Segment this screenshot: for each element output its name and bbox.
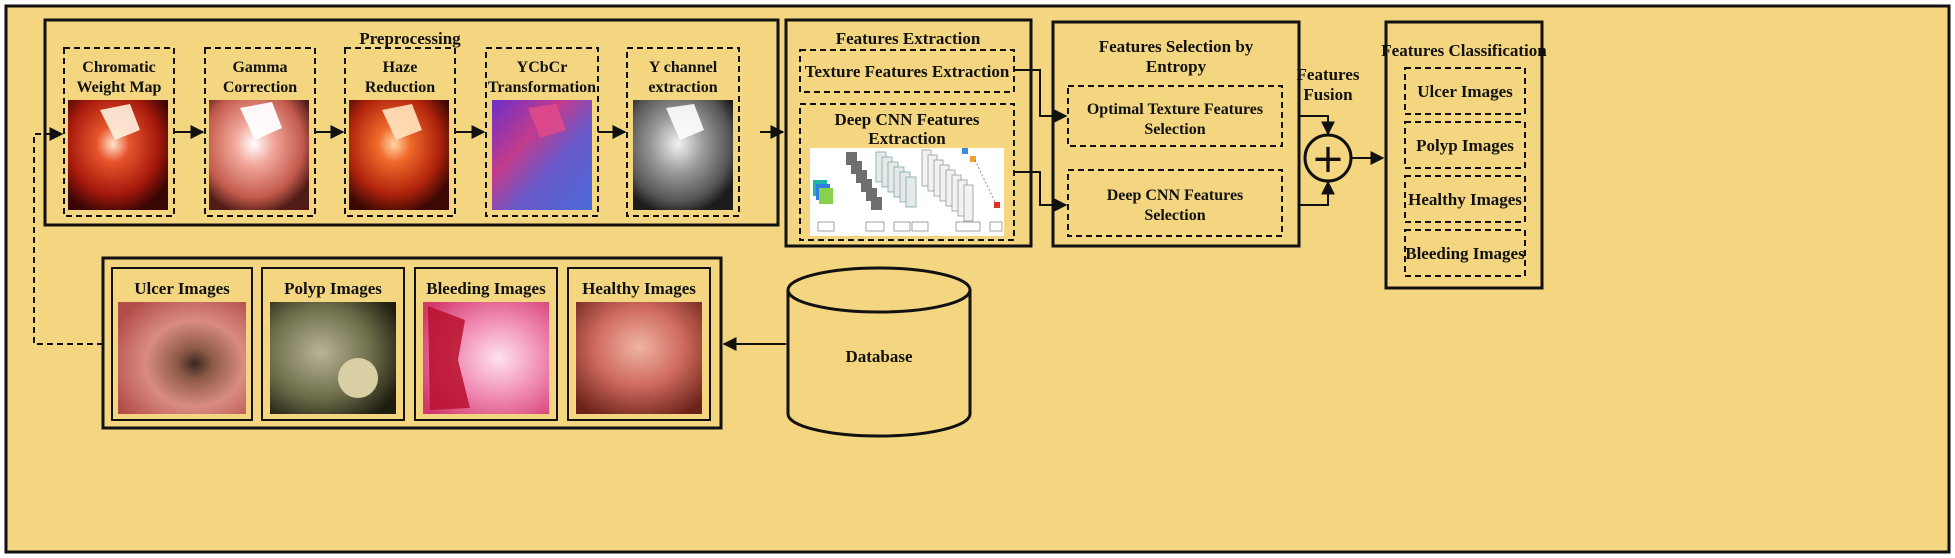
dataset-healthy: Healthy Images <box>567 267 711 421</box>
step-label-line1: Haze <box>383 59 418 76</box>
dataset-image-healthy <box>576 302 702 414</box>
dataset-image-polyp-mass <box>338 358 378 398</box>
preprocessing-border <box>43 18 780 227</box>
step-label-line1: YCbCr <box>517 59 568 76</box>
step-label-line1: Chromatic <box>82 59 155 76</box>
dataset-label-ulcer: Ulcer Images <box>134 279 230 298</box>
step-label-line2: Weight Map <box>77 79 162 96</box>
database-cylinder-top <box>786 266 972 314</box>
step-gamma-correction: Gamma Correction <box>204 47 316 217</box>
cnn-label-box <box>955 221 981 232</box>
step-ycbcr-transformation: YCbCr Transformation <box>485 47 599 217</box>
dataset-bleeding: Bleeding Images <box>414 267 558 421</box>
arrow-texture-to-fusion <box>1299 115 1335 136</box>
cnn-extraction-label-line2: Extraction <box>868 129 946 148</box>
database-label: Database <box>845 347 913 366</box>
class-box-bleeding <box>1404 229 1526 277</box>
cnn-pool-stack <box>875 151 917 208</box>
features-selection-section: Features Selection by Entropy Optimal Te… <box>1051 20 1301 248</box>
dataset-label-polyp: Polyp Images <box>284 279 382 298</box>
preprocessing-title: Preprocessing <box>359 29 461 48</box>
cnn-fc-stack <box>921 149 974 222</box>
features-extraction-title: Features Extraction <box>836 29 981 48</box>
cnn-output-a <box>962 148 968 154</box>
cnn-extraction-label-line1: Deep CNN Features <box>834 110 979 129</box>
texture-selection-label-line1: Optimal Texture Features <box>1087 101 1263 118</box>
cnn-selection-label-line2: Selection <box>1144 207 1205 224</box>
step-image-highlight <box>528 104 566 138</box>
cnn-output-b <box>970 156 976 162</box>
class-label-bleeding: Bleeding Images <box>1405 244 1525 263</box>
cnn-label-box <box>817 221 835 232</box>
step-image-highlight <box>382 104 422 140</box>
cnn-output-c <box>994 202 1000 208</box>
cnn-label-box <box>893 221 911 232</box>
step-image-highlight <box>666 104 704 140</box>
features-selection-title-line2: Entropy <box>1146 57 1207 76</box>
dataset-card-border <box>567 267 711 421</box>
cnn-architecture-illustration <box>810 148 1004 236</box>
step-label-line2: Transformation <box>488 79 596 96</box>
database: Database <box>722 266 972 438</box>
step-label-line1: Gamma <box>232 59 287 76</box>
texture-selection-label-line2: Selection <box>1144 121 1205 138</box>
step-image-highlight <box>100 104 140 140</box>
features-classification-title: Features Classification <box>1381 41 1547 60</box>
texture-extraction-label: Texture Features Extraction <box>805 62 1010 81</box>
fusion-label-line1: Features <box>1297 65 1360 84</box>
fusion-symbol: + <box>1311 136 1345 182</box>
fusion-label-line2: Fusion <box>1303 85 1353 104</box>
dataset-label-bleeding: Bleeding Images <box>426 279 546 298</box>
texture-selection-box <box>1067 85 1283 147</box>
database-cylinder-body <box>786 290 972 438</box>
step-label-line2: Correction <box>223 79 297 96</box>
class-box-ulcer <box>1404 67 1526 115</box>
features-classification-border <box>1384 20 1544 290</box>
dataset-card-border <box>111 267 253 421</box>
cnn-label-box <box>989 221 1003 232</box>
cnn-selection-label-line1: Deep CNN Features <box>1107 187 1244 204</box>
features-selection-title-line1: Features Selection by <box>1099 37 1254 56</box>
preprocessing-section: Preprocessing Chromatic Weight Map Gamma… <box>43 18 780 227</box>
step-chromatic-weight-map: Chromatic Weight Map <box>63 47 175 217</box>
step-image-highlight <box>240 102 282 140</box>
class-label-polyp: Polyp Images <box>1416 136 1514 155</box>
step-label-line2: Reduction <box>365 79 435 96</box>
cnn-label-box <box>865 221 885 232</box>
dataset-image-bleeding-blood <box>428 306 470 410</box>
class-label-ulcer: Ulcer Images <box>1417 82 1513 101</box>
dataset-card-border <box>261 267 405 421</box>
arrow-dataset-to-preprocessing <box>33 127 103 345</box>
dataset-polyp: Polyp Images <box>261 267 405 421</box>
class-label-healthy: Healthy Images <box>1408 190 1522 209</box>
step-y-channel-extraction: Y channel extraction <box>626 47 740 217</box>
features-fusion: Features Fusion + <box>1297 65 1385 206</box>
step-label-line2: extraction <box>648 79 717 96</box>
dataset-section: Ulcer Images Polyp Images Bleeding Image… <box>101 256 723 430</box>
cnn-input-layer-c <box>819 188 833 204</box>
class-box-polyp <box>1404 121 1526 169</box>
step-border <box>626 47 740 217</box>
dataset-image-ulcer <box>118 302 246 414</box>
dataset-image-polyp <box>270 302 396 414</box>
dataset-label-healthy: Healthy Images <box>582 279 696 298</box>
class-box-healthy <box>1404 175 1526 223</box>
arrow-cnn-to-fusion <box>1299 180 1335 206</box>
step-label-line1: Y channel <box>649 59 718 76</box>
features-selection-border <box>1051 20 1301 248</box>
features-extraction-border <box>784 18 1033 248</box>
dataset-ulcer: Ulcer Images <box>111 267 253 421</box>
dataset-card-border <box>414 267 558 421</box>
diagram-background <box>4 4 1951 554</box>
cnn-conv-stack <box>846 152 882 210</box>
features-classification-section: Features Classification Ulcer Images Pol… <box>1381 20 1547 290</box>
cnn-label-box <box>911 221 929 232</box>
